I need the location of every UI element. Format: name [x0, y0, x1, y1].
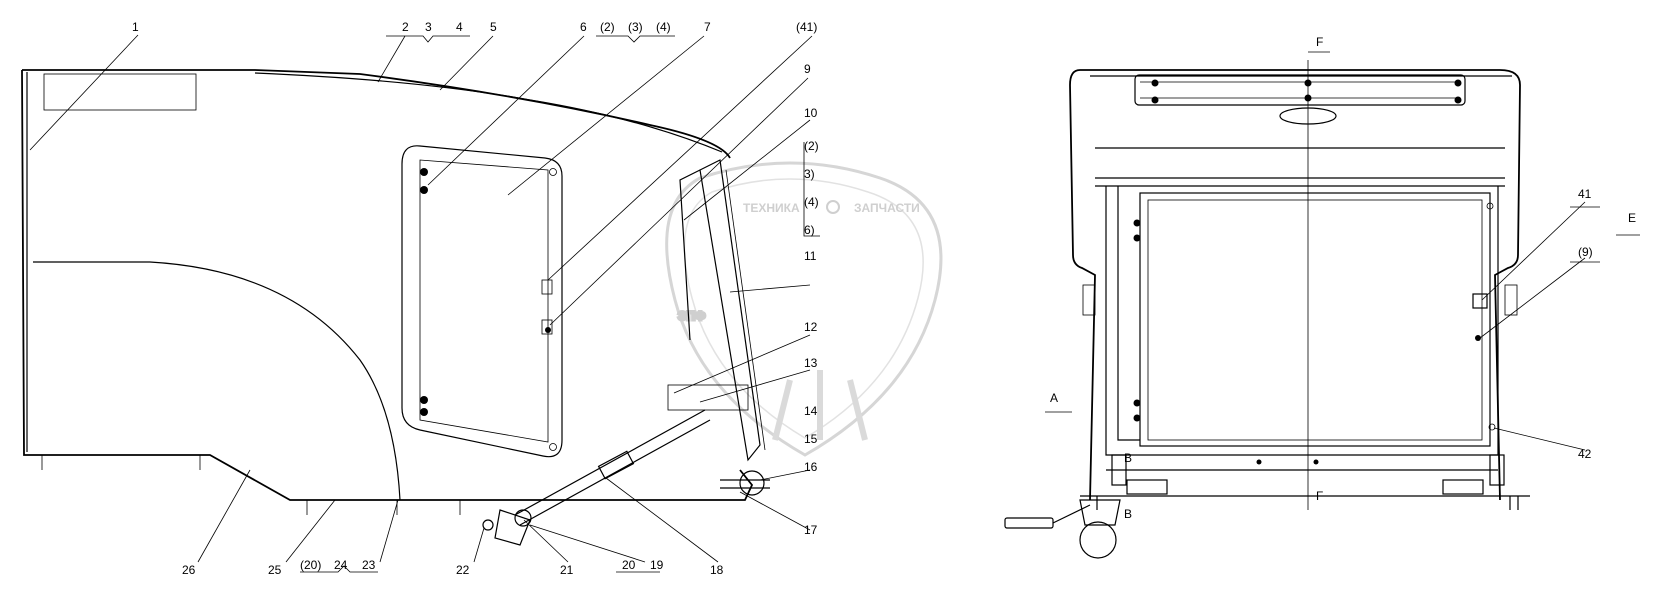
side-leaders [29, 34, 820, 573]
rear-hatch [699, 159, 761, 462]
side-callouts: 1 2 3 4 5 6 (2) (3) (4) 7 (41) 9 10 (2) … [132, 20, 819, 577]
callout-23: 23 [362, 558, 376, 572]
watermark-line1: ТЕХНИКА [743, 201, 800, 215]
callout-41: 41 [1578, 187, 1592, 201]
callout-2c: (2) [804, 139, 819, 153]
front-window [1139, 192, 1491, 447]
gas-strut [482, 409, 711, 546]
callout-21: 21 [560, 563, 574, 577]
mark-b-top: B [1124, 451, 1132, 465]
callout-20: 20 [622, 558, 636, 572]
watermark: ТЕХНИКА ЗАПЧАСТИ ЭПФ [665, 161, 943, 457]
callout-19: 19 [650, 558, 664, 572]
mark-e: E [1628, 211, 1636, 225]
lower-handle [1004, 499, 1121, 559]
front-leaders [1479, 201, 1600, 451]
callout-2b: (2) [600, 20, 615, 34]
callout-24: 24 [334, 558, 348, 572]
watermark-big: ЭПФ [678, 309, 705, 323]
callout-18: 18 [710, 563, 724, 577]
wheel-arch [33, 261, 401, 501]
callout-13: 13 [804, 356, 818, 370]
door-window [401, 145, 563, 458]
hinge-dots [420, 168, 557, 451]
mark-f-bottom: F [1316, 489, 1323, 503]
callout-17: 17 [804, 523, 818, 537]
callout-7: 7 [704, 20, 711, 34]
callout-6: 6 [580, 20, 587, 34]
callout-15: 15 [804, 432, 818, 446]
callout-41b: (41) [796, 20, 817, 34]
callout-4b: (4) [656, 20, 671, 34]
watermark-line2: ЗАПЧАСТИ [854, 201, 920, 215]
cab-front-outline [1069, 69, 1521, 501]
mark-a: A [1050, 391, 1058, 405]
cab-side-outline [21, 69, 754, 501]
front-view: F F E A B B 41 (9) 42 [1004, 35, 1640, 559]
watermark-shield [665, 161, 943, 457]
pivot-16 [739, 470, 765, 496]
callout-20b: (20) [300, 558, 321, 572]
gear-icon [826, 200, 840, 214]
bottom-brackets [1096, 479, 1519, 510]
watermark-bolts-icon [772, 370, 868, 441]
callout-26: 26 [182, 563, 196, 577]
callout-22: 22 [456, 563, 470, 577]
callout-9b: (9) [1578, 245, 1593, 259]
hinge-41 [1472, 293, 1488, 309]
callout-1: 1 [132, 20, 139, 34]
callout-10: 10 [804, 106, 818, 120]
callout-2: 2 [402, 20, 409, 34]
callout-12: 12 [804, 320, 818, 334]
callout-16: 16 [804, 460, 818, 474]
callout-25: 25 [268, 563, 282, 577]
callout-4c: (4) [804, 195, 819, 209]
callout-42: 42 [1578, 447, 1592, 461]
callout-4: 4 [456, 20, 463, 34]
callout-3c: 3) [804, 167, 815, 181]
roof-panel [1134, 74, 1466, 106]
mark-f-top: F [1316, 35, 1323, 49]
callout-3b: (3) [628, 20, 643, 34]
bottom-bolts [41, 455, 461, 515]
callout-11: 11 [804, 249, 817, 263]
callout-9: 9 [804, 62, 811, 76]
callout-14: 14 [804, 404, 818, 418]
callout-3: 3 [425, 20, 432, 34]
window-bolts [1133, 202, 1496, 465]
side-view: 1 2 3 4 5 6 (2) (3) (4) 7 (41) 9 10 (2) … [21, 20, 820, 577]
callout-6c: 6) [804, 223, 815, 237]
mark-b-bottom: B [1124, 507, 1132, 521]
roof-bolts [1151, 79, 1462, 104]
callout-5: 5 [490, 20, 497, 34]
lower-bracket [667, 384, 749, 411]
rear-window [43, 73, 197, 111]
